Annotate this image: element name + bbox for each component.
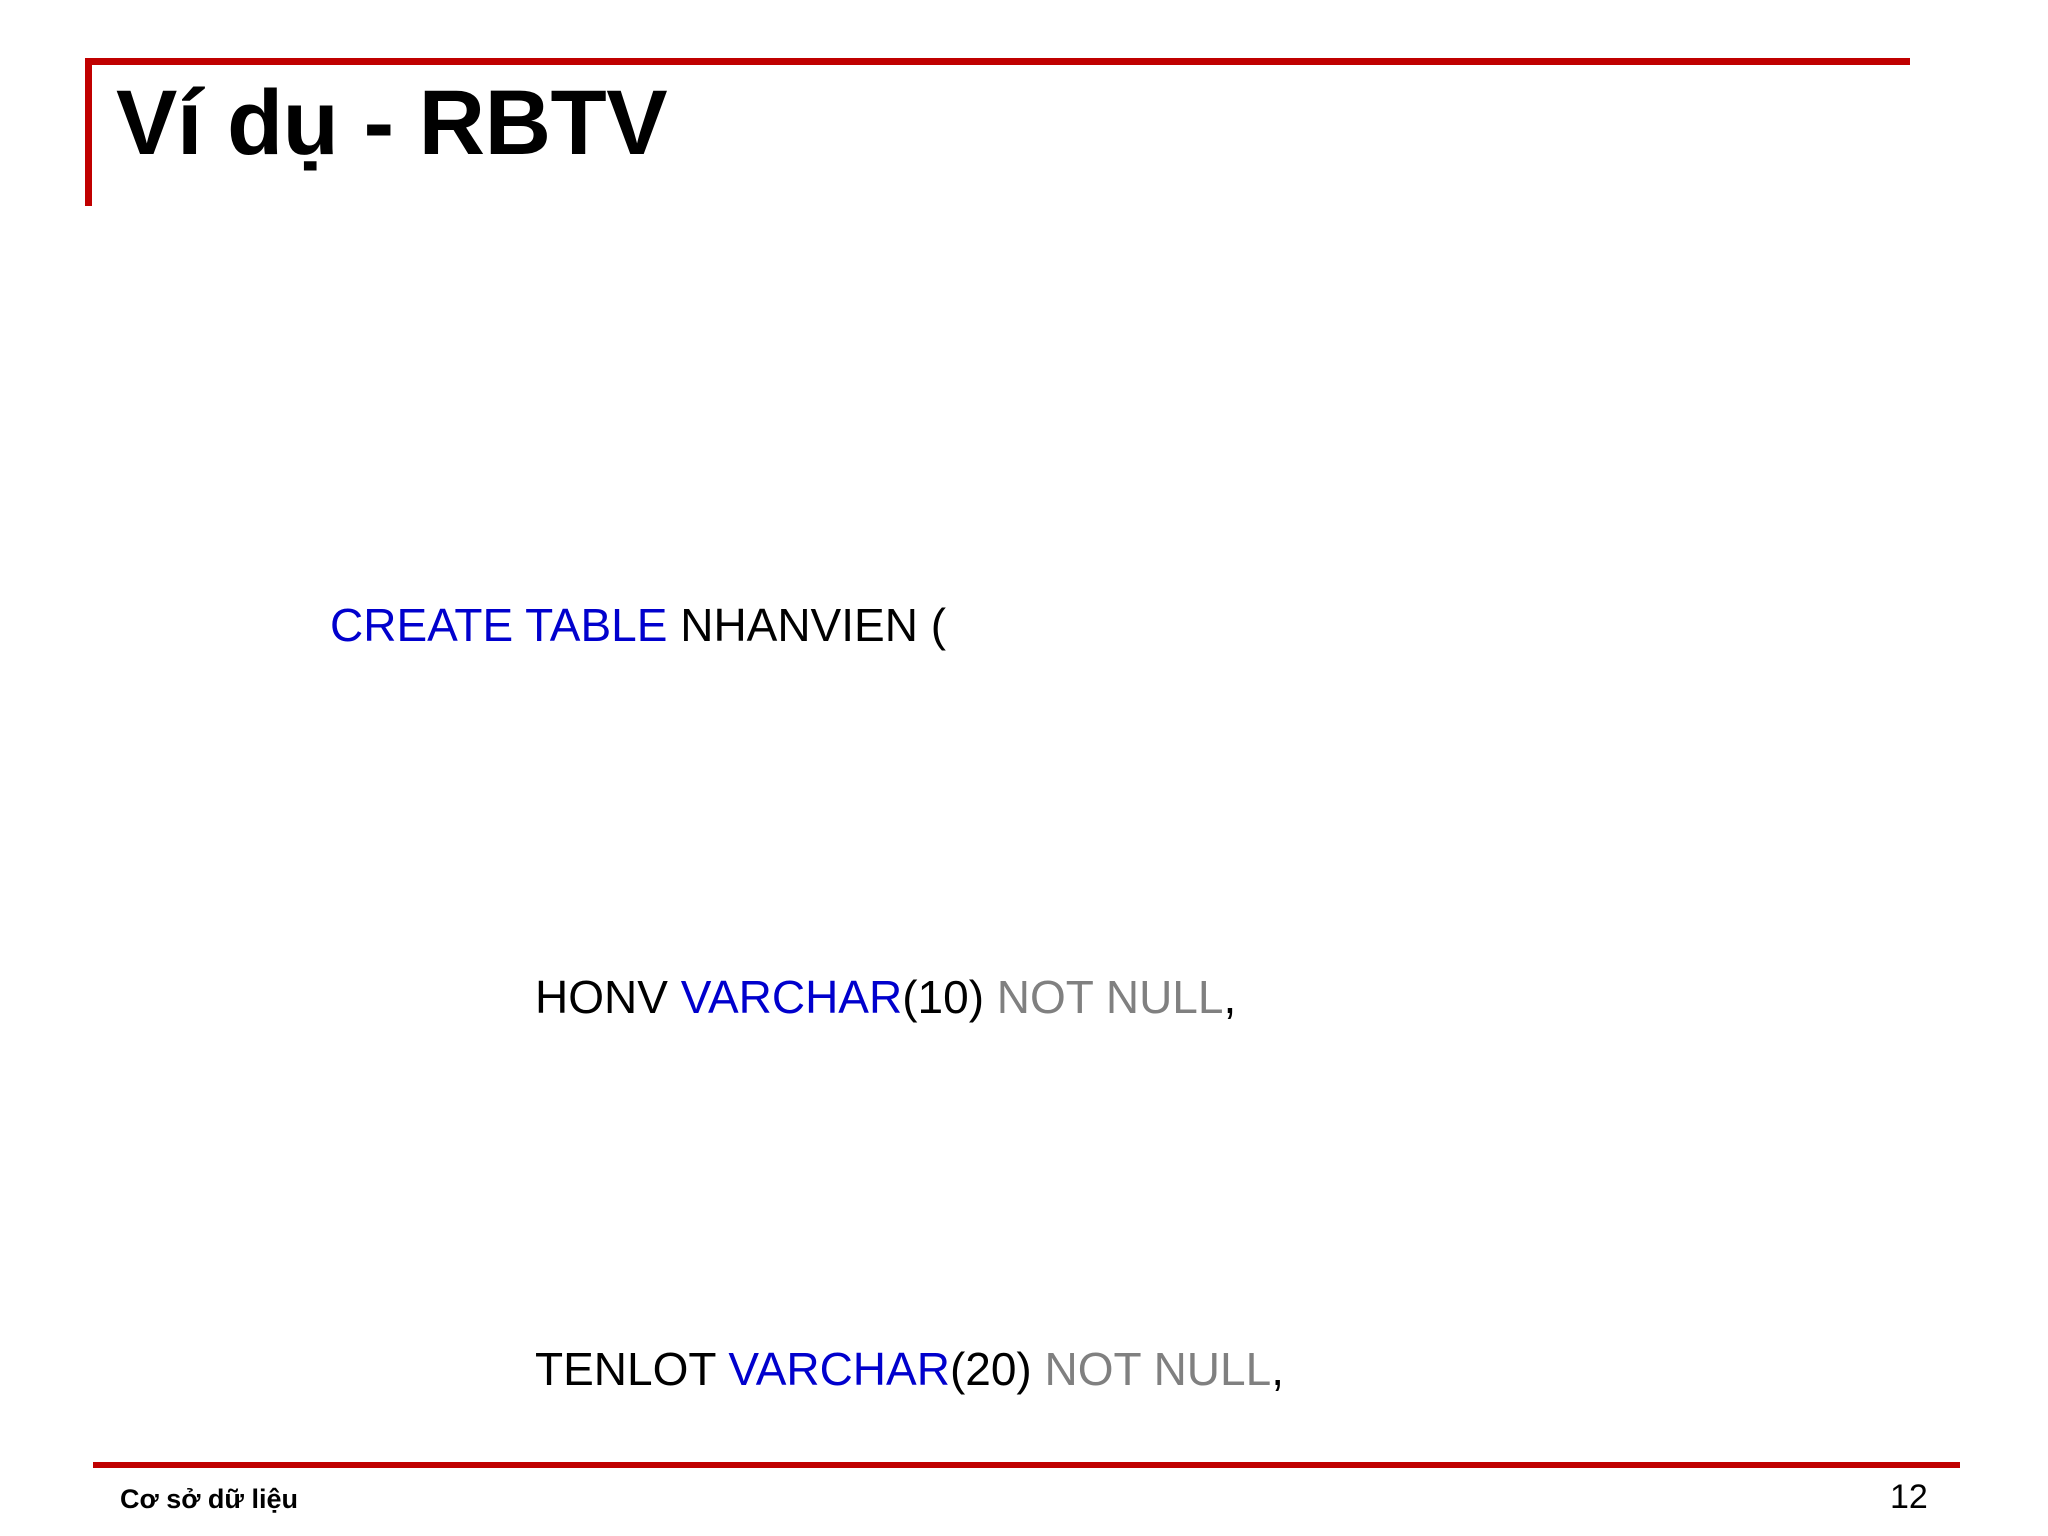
code-line-tenlot: TENLOT VARCHAR(20) NOT NULL,	[330, 1323, 1504, 1416]
page-title: Ví dụ - RBTV	[116, 72, 668, 174]
header-rule-top	[85, 58, 1910, 65]
code-line-create-table: CREATE TABLE NHANVIEN (	[330, 579, 1504, 672]
footer-rule	[93, 1462, 1960, 1468]
column-name-tenlot: TENLOT	[535, 1343, 729, 1395]
type-varchar: VARCHAR	[728, 1343, 950, 1395]
footer-label: Cơ sở dữ liệu	[120, 1484, 298, 1514]
constraint-not-null: NOT NULL	[996, 971, 1224, 1023]
keyword-create-table: CREATE TABLE	[330, 599, 668, 651]
column-name-honv: HONV	[535, 971, 681, 1023]
page-number: 12	[1890, 1478, 1928, 1516]
header-rule-left	[85, 58, 92, 206]
type-size: (20)	[949, 1343, 1045, 1395]
code-line-honv: HONV VARCHAR(10) NOT NULL,	[330, 951, 1504, 1044]
line-tail: ,	[1223, 971, 1237, 1023]
type-size: (10)	[902, 971, 997, 1023]
line-tail: ,	[1271, 1343, 1284, 1395]
sql-code-block: CREATE TABLE NHANVIEN ( HONV VARCHAR(10)…	[330, 300, 1504, 1536]
type-varchar: VARCHAR	[680, 971, 903, 1023]
constraint-not-null: NOT NULL	[1044, 1343, 1272, 1395]
table-name: NHANVIEN (	[667, 599, 947, 651]
